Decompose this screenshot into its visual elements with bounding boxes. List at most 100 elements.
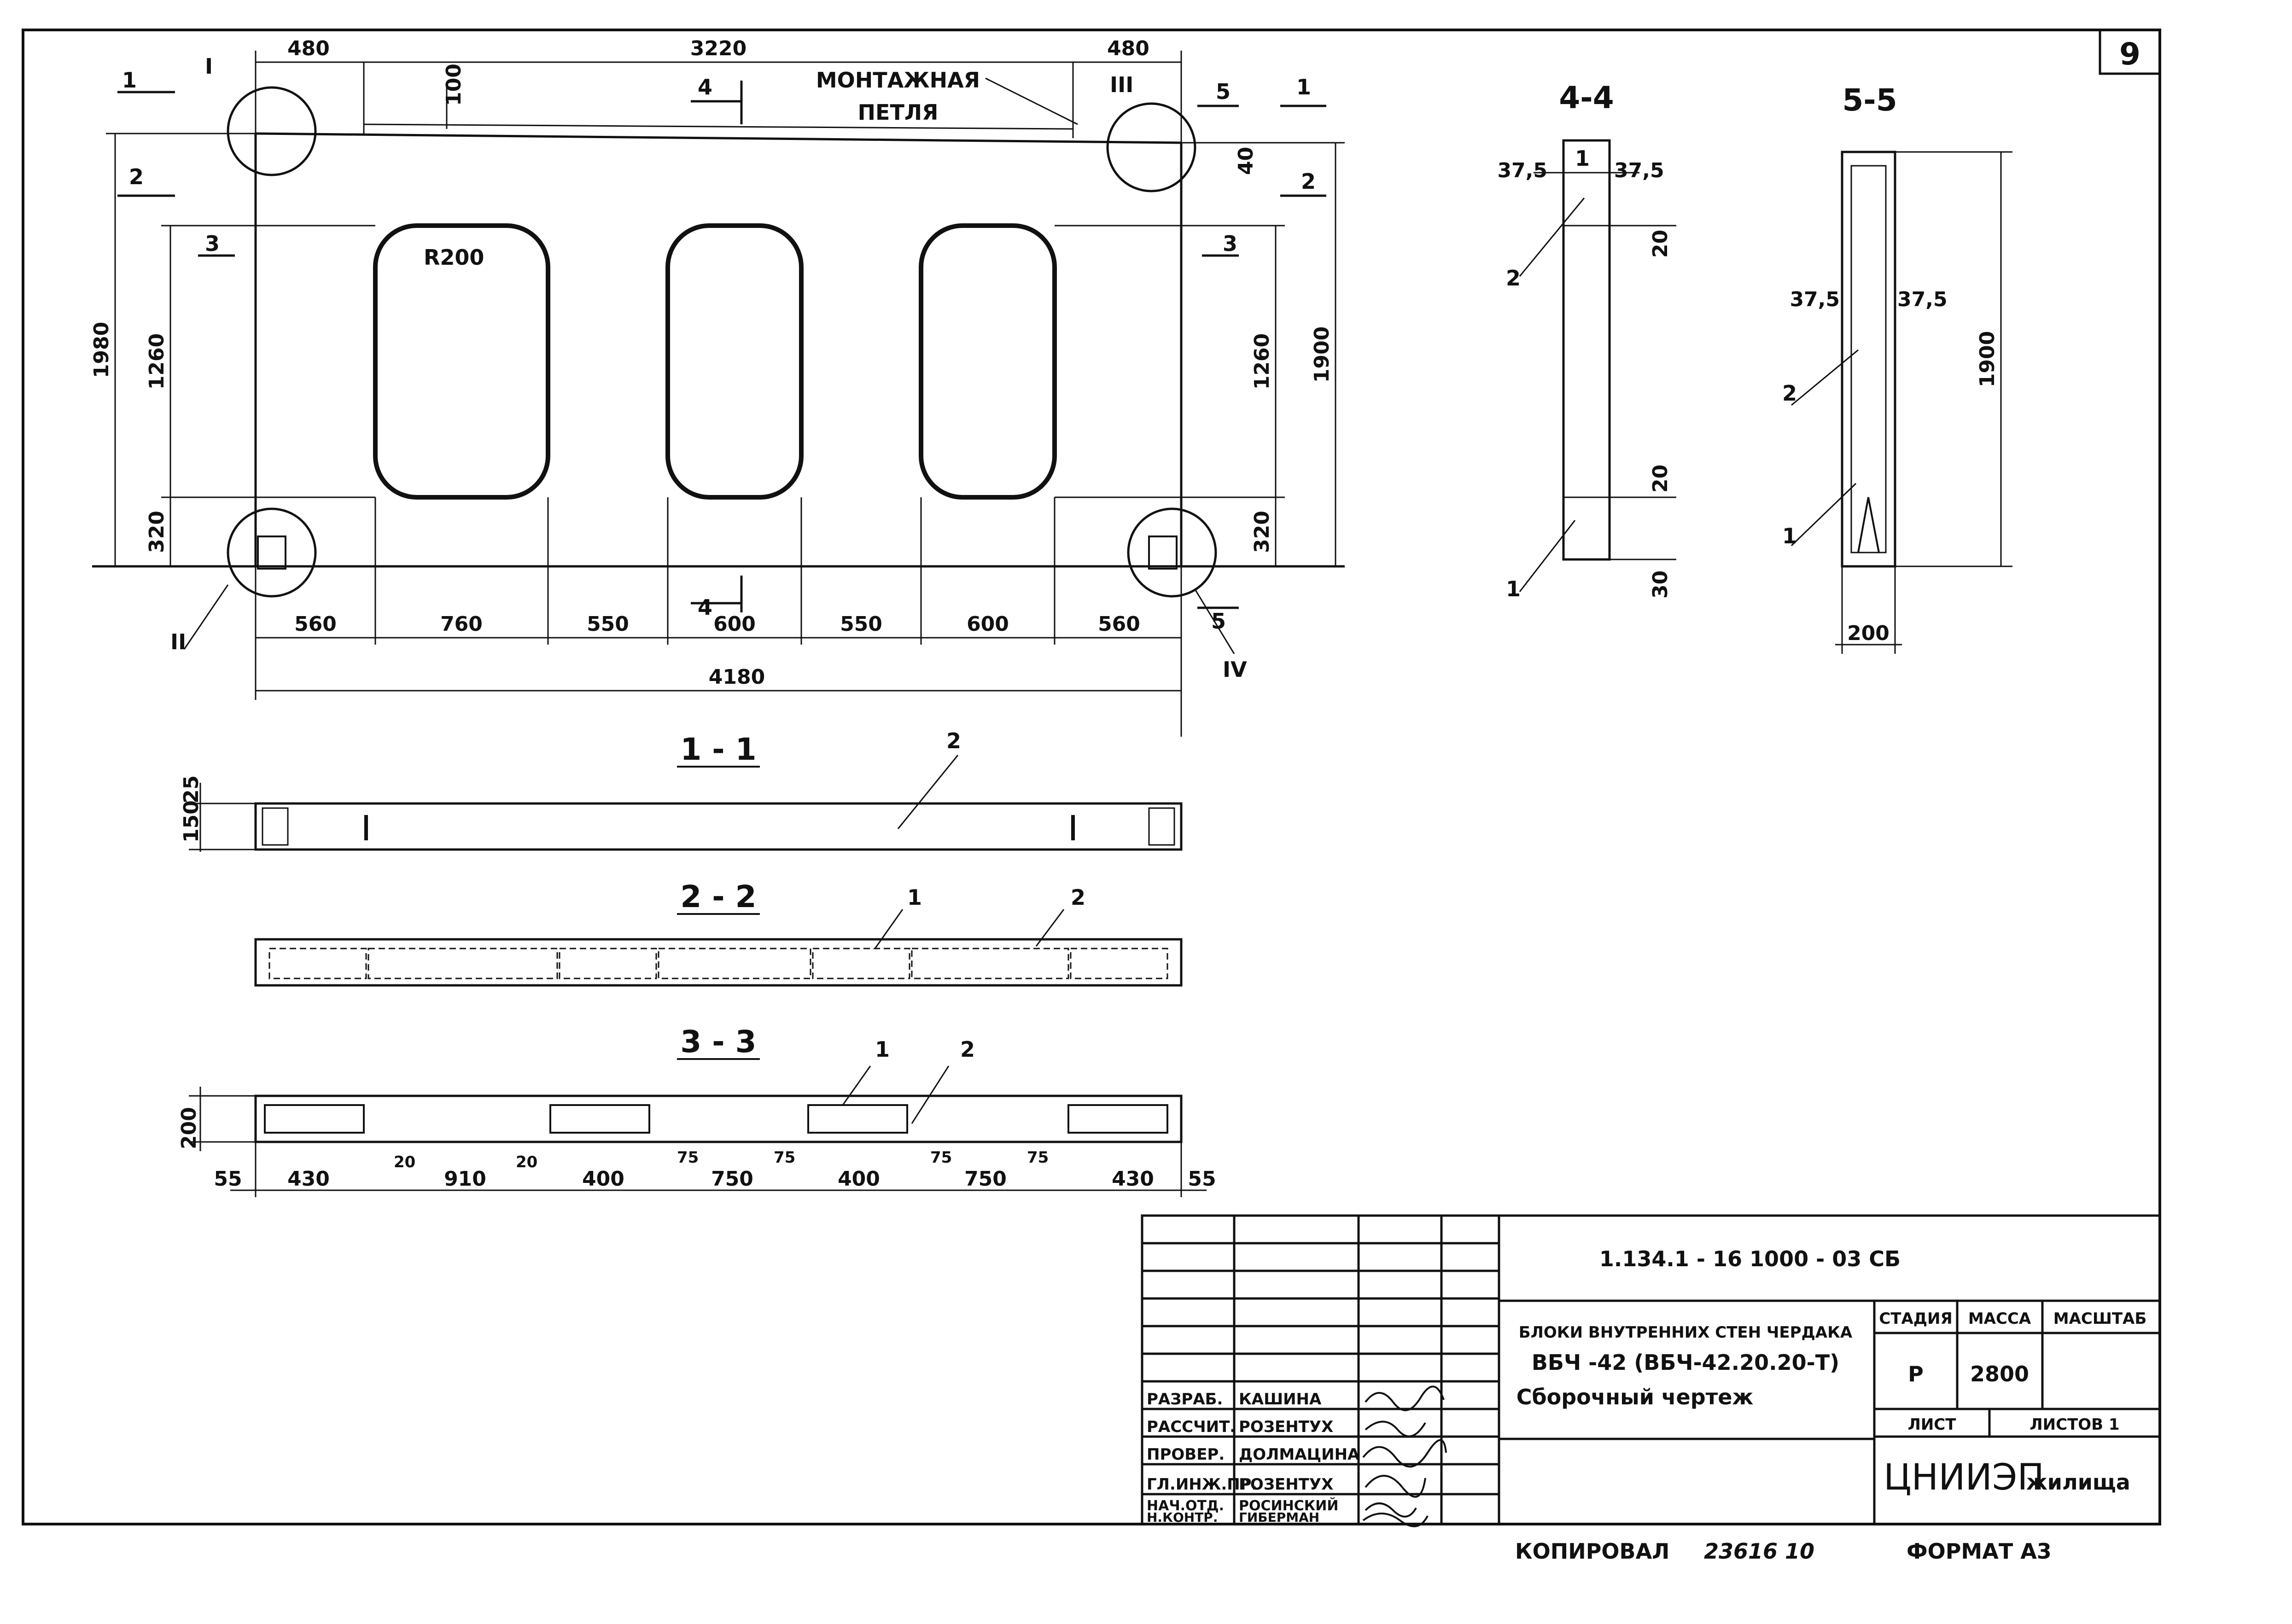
section-3-3-title: 3 - 3: [680, 1024, 756, 1059]
callout-circle-iv: [1127, 507, 1217, 598]
section-1-1-dim-25: 25: [180, 775, 203, 803]
section-2-2-labels: 2 - 2 1 2: [680, 879, 1085, 914]
role-4: ГЛ.ИНЖ.ПР.: [1147, 1475, 1258, 1494]
title-block: [1141, 1214, 2161, 1525]
section-5-5-dim-width: 200: [1847, 622, 1890, 645]
callout-label-iii: III: [1110, 72, 1133, 97]
section-mark-4-top: 4: [698, 75, 712, 99]
section-1-1-dim-150: 150: [180, 800, 203, 843]
section-mark-1-left: 1: [122, 68, 137, 93]
signature-5: [1365, 1502, 1417, 1518]
section-4-4-dim-top: 20: [1649, 230, 1672, 258]
role-5: НАЧ.ОТД.: [1147, 1498, 1224, 1514]
sheet-number-box: [2099, 29, 2161, 75]
name-3: ДОЛМАЦИНА: [1239, 1445, 1360, 1464]
section-mark-4-bottom: 4: [698, 595, 712, 620]
plan-dim-opening-left: 1260: [145, 333, 169, 390]
title-line-2: ВБЧ -42 (ВБЧ-42.20.20-Т): [1532, 1350, 1839, 1375]
section-4-4-pos-1-bottom: 1: [1506, 576, 1521, 601]
plan-dim-opening-right: 1260: [1250, 333, 1274, 390]
plan-dim-bottom-1: 560: [294, 612, 337, 636]
section-mark-1-right: 1: [1296, 75, 1311, 99]
scale-header: МАСШТАБ: [2053, 1310, 2147, 1328]
signature-1: [1365, 1385, 1445, 1411]
section-3-3-dim-bottom-9: 55: [1188, 1167, 1216, 1191]
callout-circle-ii: [227, 507, 317, 598]
format-label: ФОРМАТ А3: [1907, 1539, 2052, 1564]
mass-value: 2800: [1970, 1362, 2029, 1386]
plan-dim-bottom-3: 550: [587, 612, 629, 636]
plan-dim-top-right: 480: [1107, 37, 1149, 60]
plan-dim-bottom-7: 560: [1098, 612, 1140, 636]
section-4-4-dim-right: 37,5: [1614, 159, 1664, 182]
sheet-frame: [22, 29, 2161, 1525]
section-1-1: [189, 755, 1183, 852]
section-mark-2-right: 2: [1301, 169, 1316, 194]
mount-loop-label-2: ПЕТЛЯ: [858, 100, 939, 125]
section-4-4-dim-left: 37,5: [1497, 159, 1547, 182]
plan-dim-top-left: 480: [287, 37, 330, 60]
org-suffix: жилища: [2026, 1470, 2130, 1495]
title-line-1: БЛОКИ ВНУТРЕННИХ СТЕН ЧЕРДАКА: [1519, 1323, 1853, 1342]
callout-circle-iii: [1106, 102, 1196, 192]
copied-number: 23616 10: [1704, 1539, 1814, 1564]
section-3-3-small-dim-5: 75: [930, 1148, 952, 1167]
section-5-5-labels: 5-5 37,5 37,5 1900 200 2 1: [1782, 82, 1999, 645]
mount-loop-label-1: МОНТАЖНАЯ: [816, 68, 980, 93]
section-3-3-dim-bottom-5: 750: [711, 1167, 753, 1191]
section-5-5-dim-height: 1900: [1976, 331, 1999, 387]
section-5-5-dim-left: 37,5: [1790, 288, 1840, 311]
section-4-4-pos-2: 2: [1506, 266, 1521, 291]
name-2: РОЗЕНТУХ: [1239, 1418, 1333, 1436]
section-3-3-labels: 3 - 3 1 2 200 55 430 910 400 750 400 750…: [177, 1024, 1216, 1191]
section-4-4: [1519, 139, 1676, 592]
name-1: КАШИНА: [1239, 1390, 1322, 1409]
window-opening-1: [373, 223, 550, 500]
org-name: ЦНИИЭП: [1884, 1457, 2044, 1498]
section-3-3-small-dim-6: 75: [1027, 1148, 1049, 1167]
plan-dim-bottom-6: 600: [967, 612, 1009, 636]
section-3-3-small-dim-4: 75: [774, 1148, 795, 1167]
mass-header: МАССА: [1968, 1310, 2031, 1328]
plan-dim-total: 4180: [709, 665, 765, 689]
role-2: РАССЧИТ.: [1147, 1418, 1236, 1436]
section-2-2-title: 2 - 2: [680, 879, 756, 914]
callout-label-i: I: [205, 54, 213, 79]
section-4-4-labels: 4-4 37,5 37,5 20 20 30 1 2 1: [1497, 80, 1672, 601]
section-5-5-pos-1: 1: [1782, 524, 1797, 548]
name-4: РОЗЕНТУХ: [1239, 1475, 1333, 1494]
plan-dim-bottom-2: 760: [440, 612, 483, 636]
section-3-3-small-dim-1: 20: [394, 1153, 415, 1171]
section-3-3-dim-bottom-2: 430: [287, 1167, 330, 1191]
section-3-3-small-dim-2: 20: [516, 1153, 537, 1171]
section-mark-5-bottom: 5: [1211, 609, 1226, 634]
section-3-3-small-dim-3: 75: [677, 1148, 699, 1167]
plan-dim-100: 100: [442, 64, 466, 106]
window-opening-3: [919, 223, 1057, 500]
section-1-1-labels: 1 - 1 2 25 150: [180, 728, 961, 843]
name-5: РОСИНСКИЙ: [1239, 1497, 1338, 1514]
section-mark-3-left: 3: [205, 231, 220, 256]
callout-circle-i: [227, 86, 317, 176]
section-2-2: [254, 909, 1183, 987]
section-5-5-dim-right: 37,5: [1897, 288, 1948, 311]
sheet-label: ЛИСТ: [1908, 1415, 1957, 1434]
section-1-1-pos-2: 2: [946, 728, 961, 753]
callout-label-iv: IV: [1223, 657, 1247, 682]
title-block-labels: 1.134.1 - 16 1000 - 03 СБ БЛОКИ ВНУТРЕНН…: [1147, 1246, 2147, 1527]
section-3-3-dim-bottom-7: 750: [964, 1167, 1007, 1191]
section-mark-3-right: 3: [1223, 231, 1237, 256]
section-3-3-dim-bottom-1: 55: [214, 1167, 242, 1191]
name-6: ГИБЕРМАН: [1239, 1510, 1319, 1525]
callout-label-ii: II: [170, 629, 186, 654]
plan-view: [92, 51, 1345, 737]
plan-dim-bottom-5: 550: [840, 612, 882, 636]
section-mark-2-left: 2: [129, 164, 144, 189]
copied-label: КОПИРОВАЛ: [1515, 1539, 1669, 1564]
sheet-number: 9: [2119, 36, 2140, 72]
section-5-5: [1790, 151, 2012, 654]
role-6: Н.КОНТР.: [1147, 1510, 1218, 1525]
signature-2: [1365, 1420, 1426, 1438]
role-1: РАЗРАБ.: [1147, 1390, 1223, 1409]
